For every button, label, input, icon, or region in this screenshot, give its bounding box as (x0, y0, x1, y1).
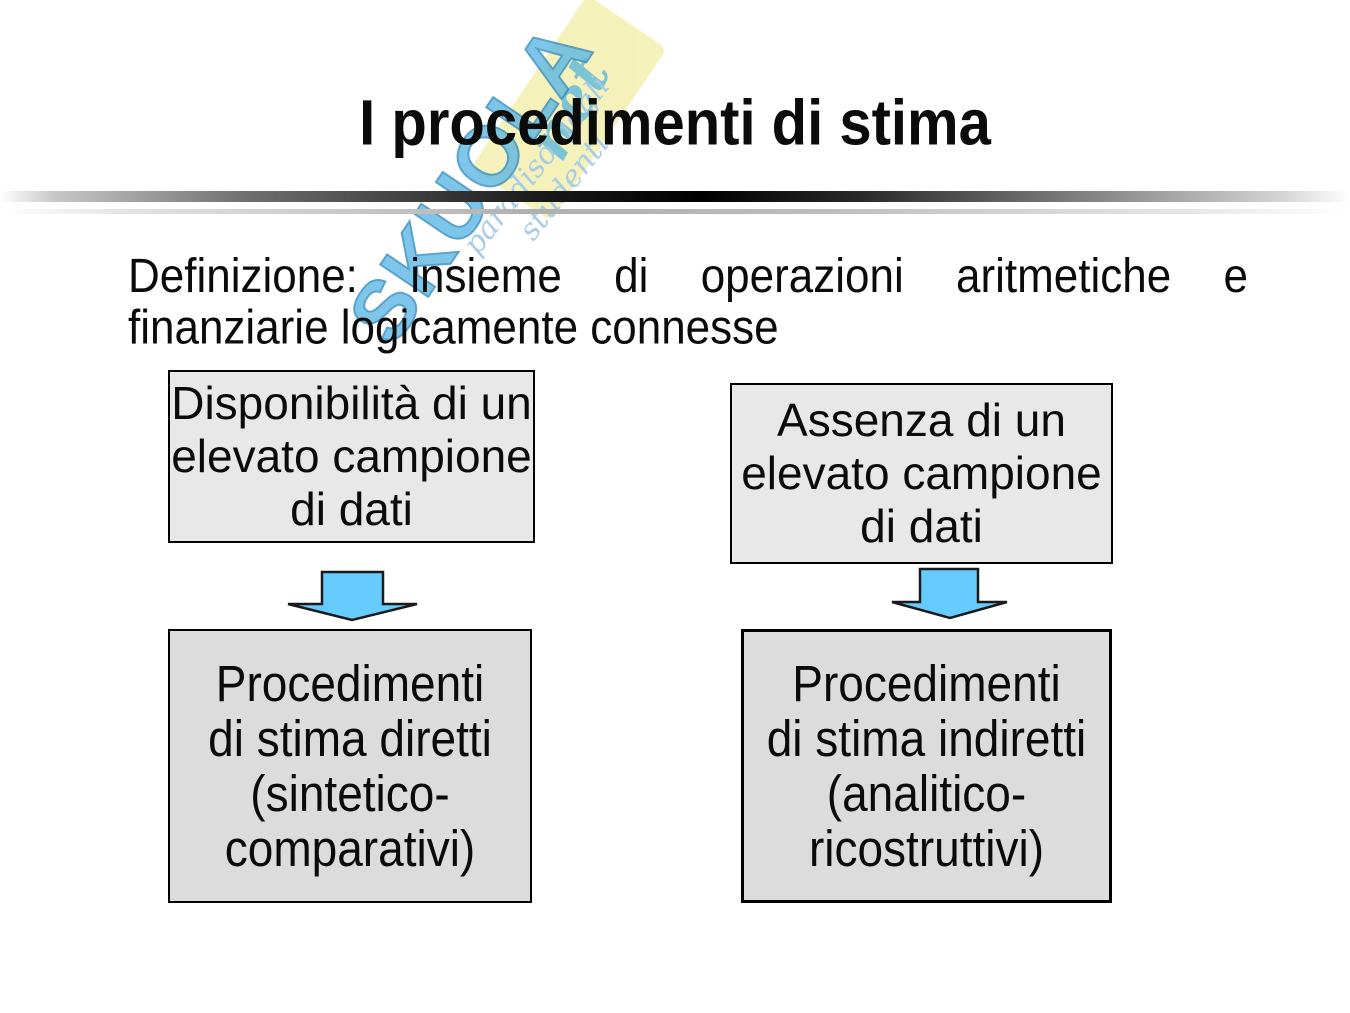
result-box-right-line: di stima indiretti (766, 709, 1087, 768)
result-box-right-text: Procedimenti di stima indiretti (analiti… (767, 656, 1087, 876)
result-box-left-line: comparativi) (224, 819, 476, 878)
condition-box-left-line: elevato campione (171, 430, 532, 482)
result-box-right: Procedimenti di stima indiretti (analiti… (741, 629, 1112, 903)
down-arrow-left (287, 570, 418, 622)
condition-box-left-line: di dati (290, 483, 413, 535)
condition-box-left-line: Disponibilità di un (171, 377, 532, 429)
down-arrow-left-shape (287, 570, 418, 622)
result-box-right-line: Procedimenti (792, 654, 1061, 713)
down-arrow-right (891, 567, 1008, 620)
definition-line-2: finanziarie logicamente connesse (128, 300, 779, 355)
definition-line-1: Definizione: insieme di operazioni aritm… (128, 248, 1248, 303)
divider-main-bar (0, 191, 1350, 202)
result-box-right-line: (analitico- (826, 764, 1027, 823)
title-divider (0, 191, 1350, 214)
result-box-left-line: di stima diretti (208, 709, 492, 768)
page-title: I procedimenti di stima (359, 87, 991, 159)
condition-box-right-line: Assenza di un (777, 394, 1066, 446)
divider-sub-bar (0, 209, 1350, 214)
result-box-left-line: Procedimenti (215, 654, 485, 713)
result-box-left-text: Procedimenti di stima diretti (sintetico… (208, 656, 492, 876)
definition-text: Definizione: insieme di operazioni aritm… (128, 250, 1248, 353)
down-arrow-right-shape (891, 567, 1008, 620)
result-box-left-line: (sintetico- (250, 764, 450, 823)
condition-box-right: Assenza di un elevato campione di dati (730, 383, 1113, 564)
condition-box-right-line: di dati (860, 500, 983, 552)
condition-box-right-line: elevato campione (741, 447, 1102, 499)
condition-box-left: Disponibilità di un elevato campione di … (168, 370, 535, 543)
result-box-right-line: ricostruttivi) (808, 819, 1045, 878)
result-box-left: Procedimenti di stima diretti (sintetico… (168, 629, 532, 903)
